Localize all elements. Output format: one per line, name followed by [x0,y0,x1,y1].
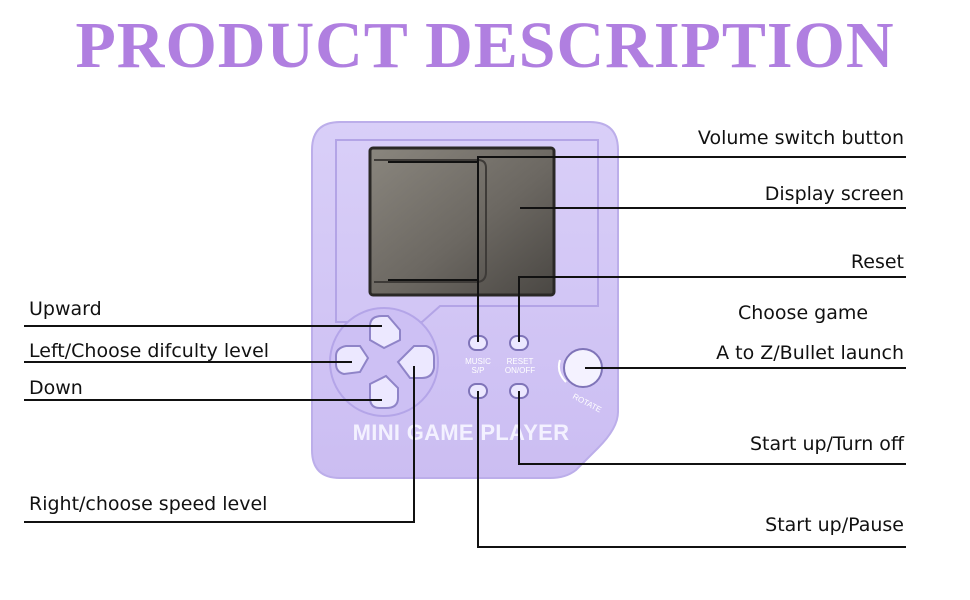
label-start-up-pause: Start up/Pause [765,514,904,536]
label-display-screen: Display screen [764,183,904,205]
label-start-up-turn-off: Start up/Turn off [750,433,904,455]
label-volume-switch-button: Volume switch button [697,127,904,149]
label-choose-game: Choose game [738,302,869,324]
leader-lines [24,156,906,548]
label-upward: Upward [29,298,102,320]
label-a-to-z: A to Z/Bullet launch [716,342,904,364]
leader-start-turn-off [518,391,906,465]
leader-reset [518,276,906,342]
dpad-left-button[interactable] [335,345,370,376]
label-reset: Reset [850,251,904,273]
label-down: Down [29,377,83,399]
dpad-up-button[interactable] [369,315,401,350]
label-right-choose-speed: Right/choose speed level [29,493,268,515]
leader-right [24,366,415,523]
dpad-right-button[interactable] [396,345,435,379]
device-face-panel [335,139,599,323]
screen-reflection-icon [374,159,487,283]
page-title: PRODUCT DESCRIPTION [75,9,895,82]
display-screen [368,146,556,297]
label-left-choose-difficulty: Left/Choose difculty level [29,340,270,362]
leader-start-pause [477,391,906,548]
rotate-arrow-icon [557,359,567,383]
device-brand-text: MINI GAME PLAYER [353,420,570,445]
